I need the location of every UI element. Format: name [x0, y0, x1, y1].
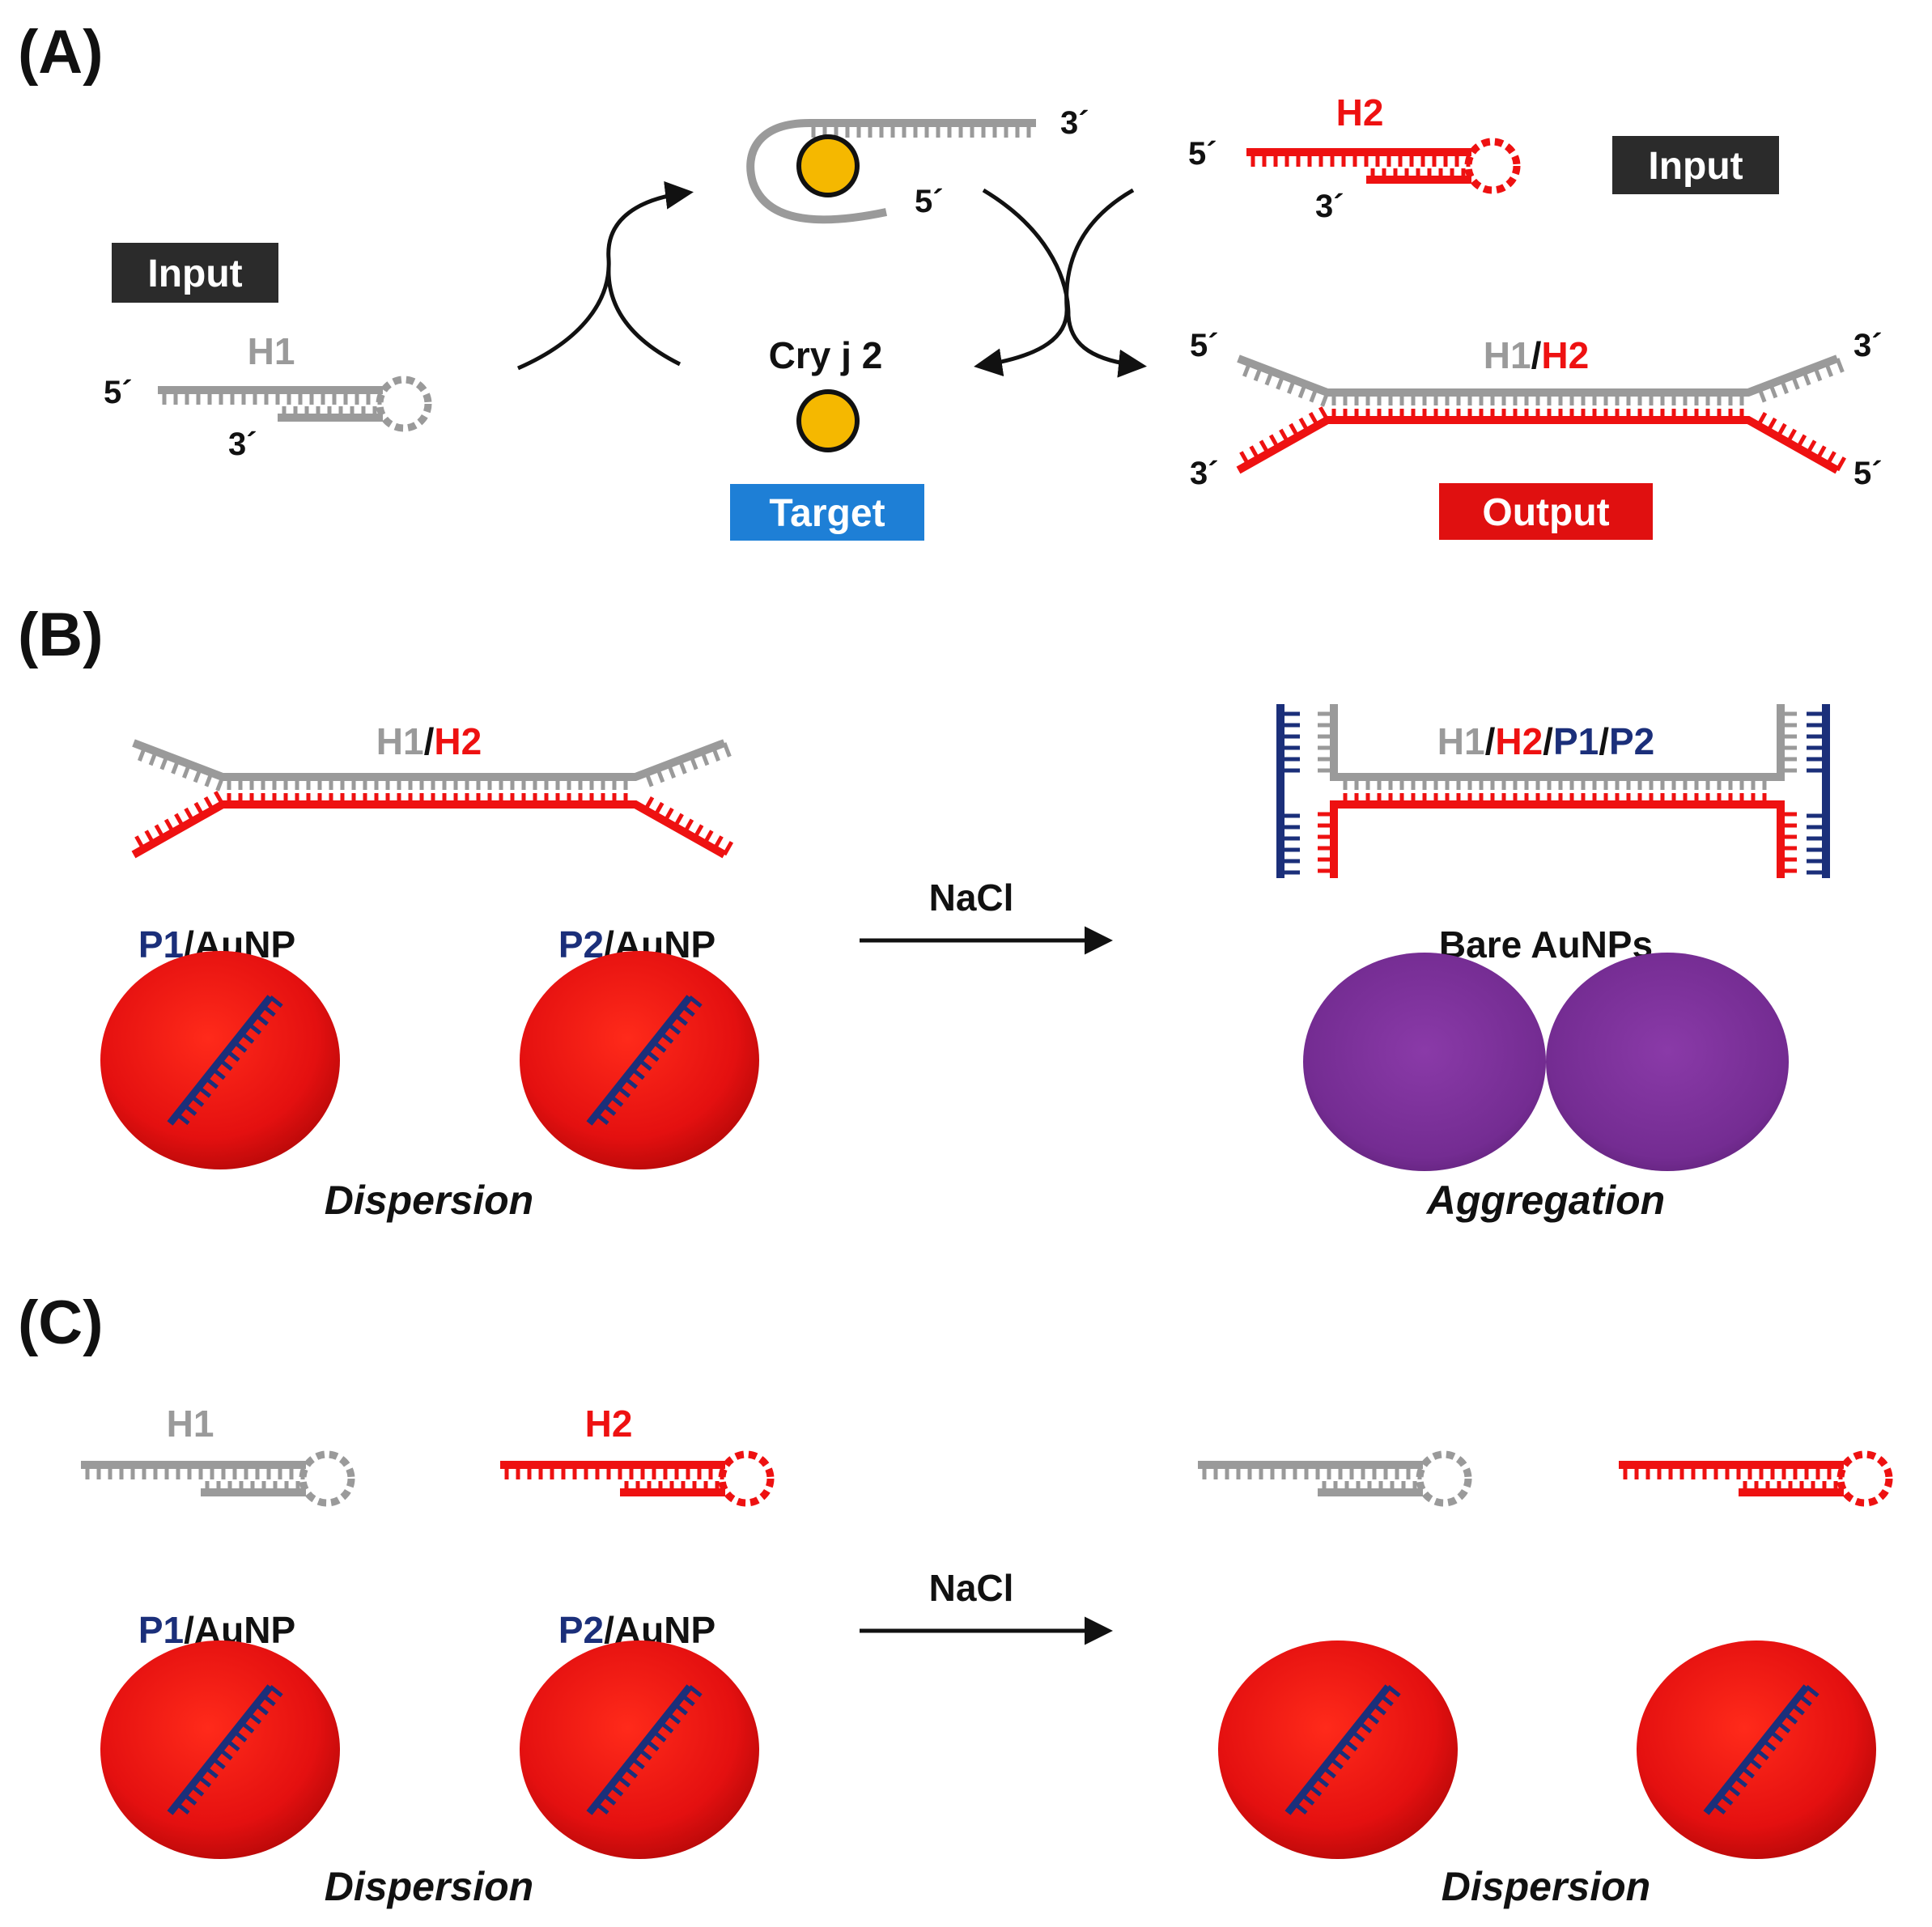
h1-label-a: H1 — [248, 330, 295, 372]
p1-aunp-c-left — [100, 1640, 340, 1859]
complex-5prime: 5´ — [915, 184, 944, 219]
input-label-right: Input — [1648, 145, 1743, 188]
h2-hairpin-c-left — [500, 1450, 775, 1507]
bare-aunp-right — [1546, 953, 1789, 1171]
arrow-binding — [516, 180, 694, 371]
h2-5prime-a: 5´ — [1188, 136, 1217, 172]
input-label-left: Input — [147, 253, 242, 295]
arrow-to-output — [982, 188, 1147, 378]
h2-3prime-a: 3´ — [1315, 189, 1344, 224]
h1-hairpin-c-right — [1198, 1450, 1472, 1507]
complex-3prime: 3´ — [1060, 105, 1089, 141]
h1-target-complex — [746, 119, 1036, 224]
p1-aunp-c-right — [1218, 1640, 1458, 1859]
target-label: Target — [769, 492, 885, 535]
duplex-label-a: H1/H2 — [1484, 334, 1589, 376]
duplex-b — [131, 739, 734, 859]
p1-aunp-b — [100, 951, 340, 1169]
duplex-a — [1236, 354, 1847, 474]
input-box-right — [1612, 136, 1779, 194]
h2-hairpin-c-right — [1619, 1450, 1893, 1507]
h1-label-c: H1 — [167, 1403, 214, 1445]
h2-label-a: H2 — [1336, 91, 1384, 134]
p2-aunp-b — [520, 951, 759, 1169]
aggregation-label: Aggregation — [1425, 1178, 1665, 1223]
p2-aunp-c-right — [1637, 1640, 1876, 1859]
panel-b-label: (B) — [18, 601, 104, 669]
output-label: Output — [1482, 491, 1609, 534]
duplex-3prime-right: 3´ — [1853, 328, 1883, 363]
bare-aunps-label: Bare AuNPs — [1439, 923, 1653, 966]
target-protein-free — [796, 389, 860, 452]
nacl-label-b: NaCl — [929, 876, 1014, 919]
h1-5prime-a: 5´ — [104, 375, 133, 410]
duplex-5prime-left: 5´ — [1190, 328, 1219, 363]
panel-c-label: (C) — [18, 1288, 104, 1357]
target-name: Cry j 2 — [769, 334, 883, 376]
nacl-label-c: NaCl — [929, 1567, 1014, 1609]
complex-label-b: H1/H2/P1/P2 — [1437, 720, 1655, 762]
h1-h2-p1-p2-complex — [1276, 704, 1830, 878]
h1-hairpin-a — [158, 376, 432, 432]
duplex-label-b: H1/H2 — [376, 720, 482, 762]
h1-hairpin-c-left — [81, 1450, 355, 1507]
dispersion-label-b: Dispersion — [325, 1178, 533, 1223]
target-protein-bound — [796, 134, 860, 197]
duplex-3prime-left: 3´ — [1190, 456, 1219, 491]
p2-aunp-c-left — [520, 1640, 759, 1859]
target-box — [730, 484, 924, 541]
dispersion-label-c-right: Dispersion — [1442, 1864, 1650, 1909]
h1-3prime-a: 3´ — [228, 427, 257, 462]
panel-a-label: (A) — [18, 18, 104, 87]
bare-aunp-left — [1303, 953, 1546, 1171]
output-box — [1439, 483, 1653, 540]
dispersion-label-c-left: Dispersion — [325, 1864, 533, 1909]
duplex-5prime-right: 5´ — [1853, 456, 1883, 491]
arrow-release-curve — [606, 266, 682, 367]
h2-label-c: H2 — [585, 1403, 633, 1445]
input-box-left — [112, 243, 278, 303]
h2-hairpin-a — [1246, 138, 1521, 194]
arrow-to-target — [974, 188, 1135, 377]
